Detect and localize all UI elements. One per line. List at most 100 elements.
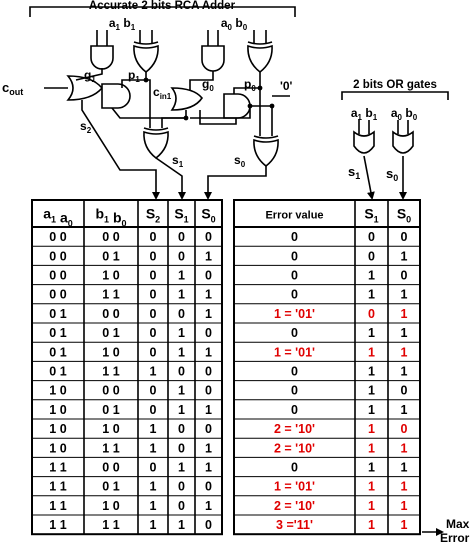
table-cell: 0 [368,307,375,321]
table-cell: 0 [291,249,298,263]
table-cell: 1 [178,288,185,302]
column-header: a1 a0 [43,206,73,229]
table-cell: 0 [205,384,212,398]
table-cell: 1 0 [49,403,66,417]
table-cell: 1 [368,441,375,455]
table-cell: 1 1 [49,480,66,494]
table-cell: 0 [291,326,298,340]
table-cell: 0 [178,307,185,321]
max-error-line1: Max [446,517,470,531]
table-cell: 0 [291,288,298,302]
or-input-label-right: a0 b0 [391,106,418,122]
table-cell: 0 [291,365,298,379]
table-cell: 0 1 [102,249,119,263]
table-cell: 0 [178,365,185,379]
table-cell: 1 0 [102,499,119,513]
table-cell: 0 [291,461,298,475]
label-g1: g1 [84,68,96,84]
and-gate-g1 [90,45,114,70]
table-cell: 1 [178,403,185,417]
table-cell: 1 [150,480,157,494]
table-cell: 0 0 [49,230,66,244]
table-cell: 0 [150,249,157,263]
table-cell: 2 = '10' [274,441,315,455]
table-cell: 1 [368,326,375,340]
table-cell: 1 [178,461,185,475]
table-cell: 0 [401,384,408,398]
table-cell: 1 [368,288,375,302]
table-cell: 0 1 [49,365,66,379]
table-cell: 1 [368,365,375,379]
table-cell: 1 [205,441,212,455]
max-error-annotation: Max Error [422,517,470,543]
table-cell: 1 1 [102,365,119,379]
table-cell: 0 [291,403,298,417]
table-cell: 1 [205,307,212,321]
table-cell: 0 [178,499,185,513]
table-cell: 1 0 [102,422,119,436]
table-cell: 0 [205,269,212,283]
label-g0: g0 [202,77,214,93]
label-zero: '0' [280,79,293,93]
table-cell: 1 [401,403,408,417]
input-label-right: a0 b0 [221,16,248,32]
table-cell: 1 = '01' [274,345,315,359]
table-cell: 1 [401,326,408,340]
table-cell: 1 = '01' [274,480,315,494]
table-cell: 0 [150,345,157,359]
table-cell: 1 [368,384,375,398]
rca-bracket [29,6,296,17]
column-header: S1 [364,206,378,225]
table-cell: 1 [368,269,375,283]
table-cell: 0 [150,384,157,398]
xor-gate-s1 [143,130,169,160]
junction-dot [143,77,149,83]
table-cell: 0 [205,365,212,379]
or-gate-s1 [353,130,375,154]
table-cell: 1 [150,499,157,513]
table-cell: 0 0 [102,230,119,244]
xor-gate-p0 [247,44,273,74]
table-cell: 1 [205,461,212,475]
or-gate-cin1 [170,87,203,111]
table-cell: 0 0 [102,384,119,398]
table-cell: 0 1 [49,326,66,340]
table-cell: 1 [150,441,157,455]
table-cell: 1 0 [49,384,66,398]
table-cell: 0 0 [49,249,66,263]
junction-dot [183,115,189,121]
table-cell: 1 1 [102,441,119,455]
table-cell: 1 0 [102,345,119,359]
table-cell: 0 [205,518,212,532]
table-cell: 0 0 [49,288,66,302]
table-cell: 1 [178,269,185,283]
table-cell: 1 1 [49,499,66,513]
table-cell: 0 1 [102,480,119,494]
table-cell: 1 [401,249,408,263]
table-cell: 1 [368,422,375,436]
max-error-line2: Error [440,531,470,543]
table-cell: 0 [205,480,212,494]
table-cell: 0 1 [49,345,66,359]
table-cell: 1 [368,518,375,532]
table-cell: 1 [205,403,212,417]
rca-title: Accurate 2 bits RCA Adder [89,0,236,12]
junction-dot [247,103,253,109]
table-cell: 1 [150,365,157,379]
column-header: S1 [174,206,188,225]
column-header: Error value [265,210,323,222]
xor-gate-p1 [133,44,159,74]
table-cell: 1 [368,499,375,513]
table-cell: 0 [178,230,185,244]
or-input-label-left: a1 b1 [351,106,378,122]
table-cell: 1 [205,288,212,302]
table-cell: 0 1 [102,403,119,417]
label-cout: cout [2,80,23,97]
column-header: b1 b0 [95,206,126,229]
table-cell: 1 0 [49,441,66,455]
table-cell: 1 1 [49,518,66,532]
and-gate-carry0 [223,93,251,119]
table-cell: 0 [205,326,212,340]
table-cell: 0 [401,269,408,283]
table-cell: 0 [150,230,157,244]
